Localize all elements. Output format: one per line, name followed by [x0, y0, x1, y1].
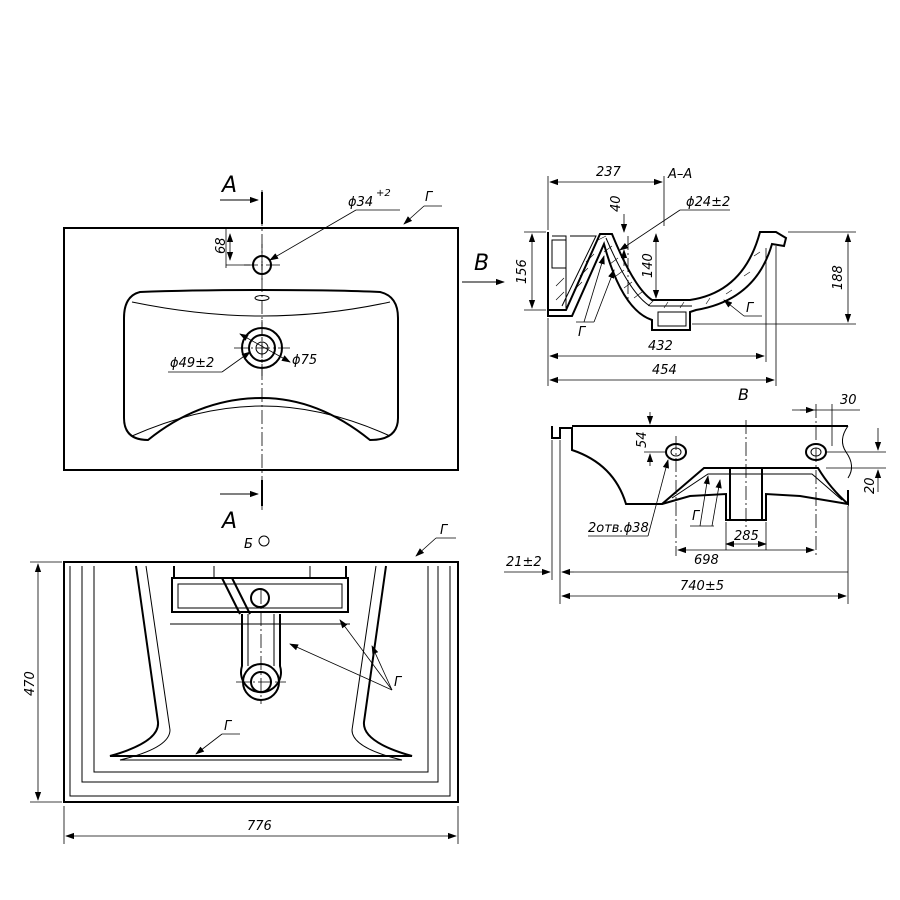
dim-phi34-tolerance: +2 [376, 188, 391, 199]
dim-phi75: ϕ75 [292, 353, 317, 368]
section-a-bottom-label: A [220, 509, 237, 534]
dim-237: 237 [596, 165, 622, 180]
top-view-outline [63, 227, 459, 471]
hole-b-marker [258, 535, 270, 547]
mounting-frame [171, 577, 349, 613]
bottom-view: Б Г Г Г [23, 523, 459, 844]
top-view: A A B 68 ϕ34 +2 Г ϕ49±2 ϕ75 [63, 173, 505, 534]
dim-776: 776 [247, 819, 272, 834]
section-a-top-label: A [220, 173, 237, 198]
callout-g-view-v: Г [692, 509, 701, 524]
hole-b-label: Б [244, 537, 253, 552]
bowl-bottom-line [131, 405, 391, 437]
view-v-profile [551, 426, 849, 507]
dim-phi24: ϕ24±2 [686, 195, 730, 210]
view-v: В 30 54 20 2отв.ϕ38 [504, 385, 886, 604]
dim-698: 698 [694, 553, 719, 568]
bowl-rim-line [131, 301, 391, 317]
dim-40: 40 [609, 195, 624, 212]
dim-740: 740±5 [680, 579, 724, 594]
callout-g-bottom: Г [394, 675, 403, 690]
dim-30: 30 [840, 393, 857, 408]
callout-g-bowl: Г [224, 719, 233, 734]
dim-54: 54 [635, 431, 650, 448]
section-hatching [555, 235, 761, 309]
dim-470: 470 [23, 671, 38, 696]
dim-20: 20 [863, 477, 878, 494]
dim-phi34: ϕ34 [348, 195, 373, 210]
dim-140: 140 [641, 253, 656, 278]
dim-68: 68 [214, 237, 229, 254]
dim-432: 432 [648, 339, 673, 354]
bottom-view-outline [63, 561, 459, 803]
view-b-label: B [474, 251, 489, 276]
callout-g-bottom-top: Г [440, 523, 449, 538]
dim-156: 156 [515, 259, 530, 284]
dim-285: 285 [734, 529, 759, 544]
bottom-faucet-hole [250, 588, 270, 608]
callout-g-section-left: Г [578, 325, 587, 340]
bottom-bowl-shape [109, 565, 413, 757]
section-aa-title: A–A [667, 167, 692, 182]
callout-g-section-right: Г [746, 301, 755, 316]
dim-holes: 2отв.ϕ38 [588, 521, 649, 536]
dim-454: 454 [652, 363, 677, 378]
dim-21: 21±2 [506, 555, 542, 570]
view-v-title: В [738, 385, 749, 404]
bowl-outline [123, 288, 399, 442]
dim-phi49: ϕ49±2 [170, 356, 214, 371]
section-aa-profile [547, 231, 788, 331]
callout-g-top: Г [425, 190, 434, 205]
section-aa: A–A [515, 165, 856, 386]
dim-188: 188 [831, 265, 846, 290]
